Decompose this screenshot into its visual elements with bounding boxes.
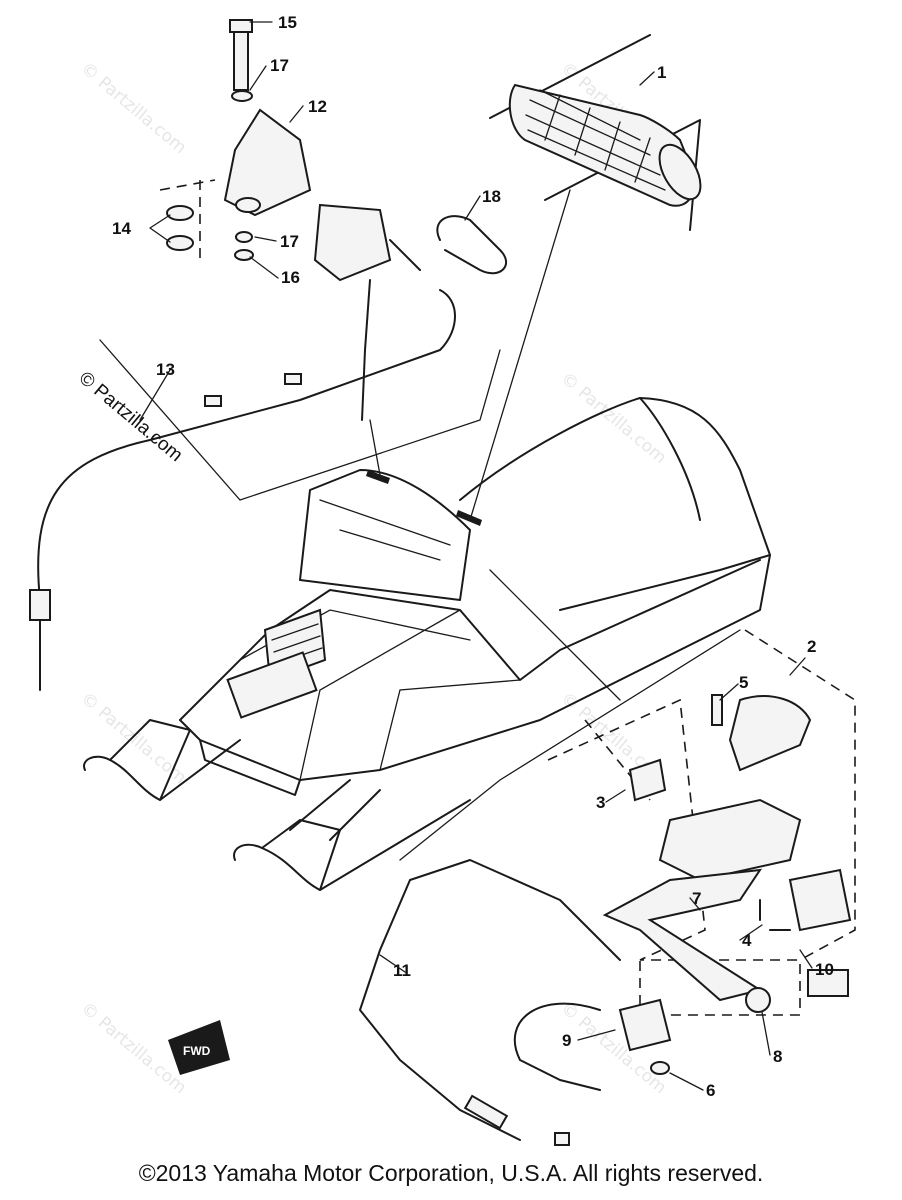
callout-2: 2 bbox=[807, 637, 816, 656]
callout-8: 8 bbox=[773, 1047, 782, 1066]
svg-text:FWD: FWD bbox=[183, 1044, 211, 1058]
handlebar-grip bbox=[489, 34, 702, 231]
callout-18: 18 bbox=[482, 187, 501, 206]
copyright-notice: ©2013 Yamaha Motor Corporation, U.S.A. A… bbox=[138, 1160, 764, 1186]
callouts: 1 2 3 4 5 6 7 8 9 10 11 12 13 14 15 16 1… bbox=[112, 13, 834, 1100]
brake-lever-assembly bbox=[359, 629, 856, 1146]
callout-4: 4 bbox=[742, 931, 752, 950]
watermark: © Partzilla.com bbox=[77, 689, 190, 789]
leader-lines bbox=[369, 189, 621, 701]
watermark-dark: © Partzilla.com bbox=[75, 368, 187, 466]
callout-6: 6 bbox=[706, 1081, 715, 1100]
fwd-badge: FWD bbox=[168, 1020, 230, 1075]
callout-3: 3 bbox=[596, 793, 605, 812]
watermark: © Partzilla.com bbox=[557, 369, 670, 469]
clip bbox=[436, 215, 507, 275]
callout-17: 17 bbox=[270, 56, 289, 75]
watermark: © Partzilla.com bbox=[77, 59, 190, 159]
callout-17b: 17 bbox=[280, 232, 299, 251]
callout-13: 13 bbox=[156, 360, 175, 379]
callout-10: 10 bbox=[815, 960, 834, 979]
snowmobile-illustration bbox=[83, 397, 771, 891]
callout-9: 9 bbox=[562, 1031, 571, 1050]
callout-16: 16 bbox=[281, 268, 300, 287]
callout-1: 1 bbox=[657, 63, 666, 82]
throttle-cable bbox=[29, 289, 501, 691]
callout-12: 12 bbox=[308, 97, 327, 116]
callout-7: 7 bbox=[692, 889, 701, 908]
throttle-housing bbox=[159, 19, 421, 421]
callout-leaders bbox=[139, 21, 813, 1091]
callout-5: 5 bbox=[739, 673, 748, 692]
callout-14: 14 bbox=[112, 219, 131, 238]
callout-15: 15 bbox=[278, 13, 297, 32]
